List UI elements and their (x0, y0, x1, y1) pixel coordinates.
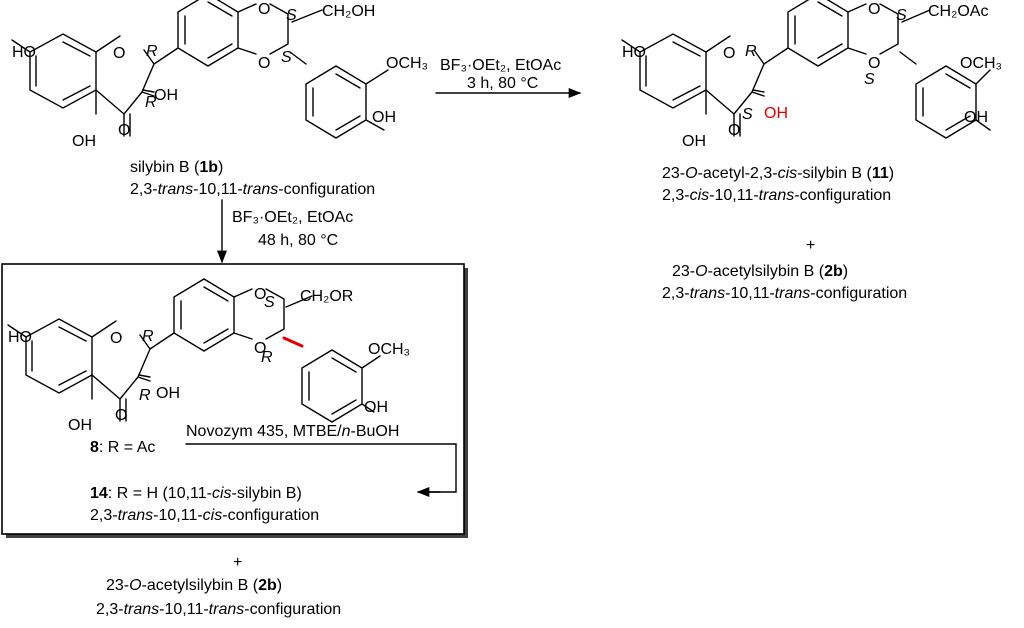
compound-14-label: 14: R = H (10,11-cis-silybin B) (90, 485, 302, 502)
structure-silybin-b: HO OH O O OH R R O O S S CH₂OH OCH₃ OH (11, 0, 428, 150)
stereo-label: R (139, 387, 151, 404)
atom-oh: OH (964, 109, 988, 126)
atom-oh: OH (154, 87, 178, 104)
atom-o: O (115, 407, 127, 424)
atom-ho: HO (8, 329, 32, 346)
atom-o: O (254, 340, 266, 357)
compound-1b-config: 2,3-trans-10,11-trans-configuration (130, 181, 375, 198)
structure-compound-11: HO OH O O OH R S O O S S CH₂OAc OCH₃ OH (621, 0, 1002, 150)
enzyme-conditions: Novozym 435, MTBE/n-BuOH (186, 423, 399, 440)
stereo-label: R (261, 349, 273, 366)
atom-o: O (113, 45, 125, 62)
compound-2b-config: 2,3-trans-10,11-trans-configuration (662, 285, 907, 302)
arrow-top-time: 3 h, 80 °C (467, 75, 538, 92)
stereo-label: R (145, 94, 157, 111)
stereo-label: S (264, 294, 275, 311)
atom-o: O (118, 122, 130, 139)
stereo-label: S (896, 7, 907, 24)
atom-ch2oac: CH₂OAc (928, 3, 988, 20)
atom-och3: OCH₃ (386, 55, 428, 72)
stereo-label: R (146, 43, 158, 60)
atom-o: O (254, 286, 266, 303)
atom-ch2or: CH₂OR (300, 288, 353, 305)
arrow-top-conditions: BF₃·OEt₂, EtOAc (440, 57, 561, 74)
atom-ho: HO (12, 44, 36, 61)
atom-o: O (258, 1, 270, 18)
atom-oh: OH (682, 133, 706, 150)
plus-sign: + (233, 554, 242, 571)
stereo-label: R (142, 328, 154, 345)
atom-oh: OH (68, 417, 92, 434)
atom-och3: OCH₃ (960, 55, 1002, 72)
atom-oh: OH (364, 399, 388, 416)
atom-oh: OH (156, 385, 180, 402)
compound-11-name: 23-O-acetyl-2,3-cis-silybin B (11) (662, 165, 894, 182)
atom-oh-inverted: OH (764, 105, 788, 122)
atom-och3: OCH₃ (368, 341, 410, 358)
plus-sign: + (806, 237, 815, 254)
stereo-label: S (864, 71, 875, 88)
compound-2b-name: 23-O-acetylsilybin B (2b) (672, 263, 848, 280)
product-box (1, 263, 465, 535)
stereo-label: R (745, 43, 757, 60)
compound-2b-config: 2,3-trans-10,11-trans-configuration (96, 601, 341, 618)
atom-o: O (723, 45, 735, 62)
atom-o: O (110, 330, 122, 347)
stereo-label: S (286, 7, 297, 24)
arrow-down-conditions: BF₃·OEt₂, EtOAc (232, 209, 353, 226)
atom-o: O (728, 122, 740, 139)
compound-1b-name: silybin B (1b) (130, 159, 223, 176)
compound-2b-name: 23-O-acetylsilybin B (2b) (106, 577, 282, 594)
structure-compound-8-14: HO OH O O OH R R O O S R CH₂OR OCH₃ OH (7, 278, 410, 434)
atom-oh: OH (372, 109, 396, 126)
atom-ho: HO (622, 44, 646, 61)
atom-o: O (258, 55, 270, 72)
atom-o: O (868, 55, 880, 72)
atom-ch2oh: CH₂OH (322, 3, 375, 20)
atom-oh: OH (72, 133, 96, 150)
stereo-label: S (281, 49, 292, 66)
compound-14-config: 2,3-trans-10,11-cis-configuration (90, 507, 319, 524)
atom-o: O (868, 1, 880, 18)
arrow-down-time: 48 h, 80 °C (258, 232, 338, 249)
stereo-label: S (742, 106, 753, 123)
compound-11-config: 2,3-cis-10,11-trans-configuration (662, 187, 891, 204)
compound-8-label: 8: R = Ac (90, 439, 155, 456)
